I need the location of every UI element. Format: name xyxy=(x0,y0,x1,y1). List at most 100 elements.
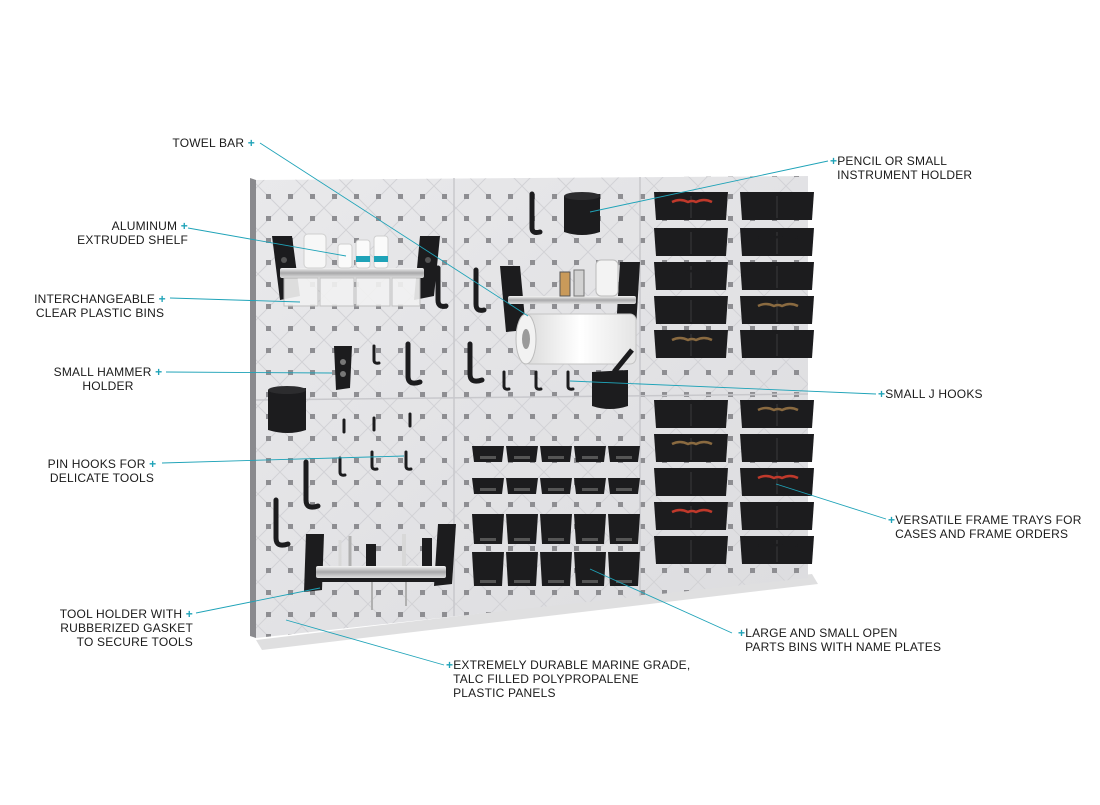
plus-icon: + xyxy=(155,365,163,379)
plus-icon: + xyxy=(878,387,886,401)
bin-name-plate xyxy=(514,580,530,583)
callout-aluminum-shelf-line-2: EXTRUDED SHELF xyxy=(77,233,188,247)
callout-aluminum-shelf: ALUMINUM + EXTRUDED SHELF xyxy=(77,219,188,247)
eyeglass-frame xyxy=(671,440,713,446)
callout-tool-holder-line-1: TOOL HOLDER WITH xyxy=(59,607,183,621)
leader-hammer-holder xyxy=(165,371,333,374)
bin-name-plate xyxy=(548,580,564,583)
parts-bins xyxy=(472,446,640,586)
leader-marine-panels xyxy=(285,619,445,666)
leader-j-hooks xyxy=(569,380,877,395)
callout-plastic-bins-line-1: INTERCHANGEABLE xyxy=(34,292,156,306)
small-hooks xyxy=(338,344,575,477)
bin-name-plate xyxy=(548,488,564,491)
leader-plastic-bins xyxy=(169,297,301,303)
eyeglass-frame xyxy=(757,406,799,412)
parts-bin xyxy=(540,552,572,586)
callout-tool-holder-line-3: TO SECURE TOOLS xyxy=(76,635,193,649)
parts-bin xyxy=(608,552,640,586)
bin-name-plate xyxy=(582,456,598,459)
parts-bin xyxy=(574,446,606,462)
callout-marine-panels: +EXTREMELY DURABLE MARINE GRADE, TALC FI… xyxy=(446,658,690,700)
parts-bin xyxy=(574,478,606,494)
eyeglass-frame xyxy=(671,336,713,342)
bin-name-plate xyxy=(548,456,564,459)
plus-icon: + xyxy=(446,658,454,672)
pencil-holder-cup xyxy=(564,192,600,235)
frame-trays xyxy=(654,192,814,564)
callout-frame-trays-line-2: CASES AND FRAME ORDERS xyxy=(895,527,1069,541)
callout-marine-panels-line-3: PLASTIC PANELS xyxy=(453,686,556,700)
panel-seam-horizontal xyxy=(255,393,809,401)
parts-bin xyxy=(608,446,640,462)
leader-lines xyxy=(161,142,887,666)
aluminum-shelf xyxy=(272,233,440,307)
bin-name-plate xyxy=(480,456,496,459)
callout-towel-bar-line-1: TOWEL BAR xyxy=(172,136,245,150)
parts-bin xyxy=(540,514,572,544)
plus-icon: + xyxy=(247,136,255,150)
callout-marine-panels-line-1: EXTREMELY DURABLE MARINE GRADE, xyxy=(453,658,691,672)
bin-name-plate xyxy=(616,538,632,541)
callout-tool-holder: TOOL HOLDER WITH + RUBBERIZED GASKET TO … xyxy=(60,607,193,649)
callout-hammer-holder-line-1: SMALL HAMMER xyxy=(53,365,152,379)
callout-j-hooks: +SMALL J HOOKS xyxy=(878,387,983,401)
parts-bin xyxy=(472,478,504,494)
leader-aluminum-shelf xyxy=(187,227,347,257)
leader-pencil-holder xyxy=(589,160,829,213)
panel-edge xyxy=(250,178,256,638)
plus-icon: + xyxy=(185,607,193,621)
parts-bin xyxy=(472,446,504,462)
hammer-holder xyxy=(334,346,352,390)
callout-parts-bins-line-1: LARGE AND SMALL OPEN xyxy=(745,626,898,640)
eyeglass-frame xyxy=(757,542,799,548)
bin-name-plate xyxy=(514,488,530,491)
lower-instrument-cup xyxy=(592,348,634,409)
callout-tool-holder-line-2: RUBBERIZED GASKET xyxy=(60,621,193,635)
panel-shadow xyxy=(256,574,818,650)
callout-pin-hooks-line-2: DELICATE TOOLS xyxy=(49,471,155,485)
parts-bin xyxy=(472,514,504,544)
callout-parts-bins-line-2: PARTS BINS WITH NAME PLATES xyxy=(745,640,942,654)
callout-parts-bins: +LARGE AND SMALL OPEN PARTS BINS WITH NA… xyxy=(738,626,941,654)
eyeglass-frame xyxy=(671,508,713,514)
parts-bin xyxy=(506,514,538,544)
bin-name-plate xyxy=(582,488,598,491)
leader-tool-holder xyxy=(195,587,321,614)
callout-frame-trays: +VERSATILE FRAME TRAYS FOR CASES AND FRA… xyxy=(888,513,1082,541)
bin-name-plate xyxy=(480,580,496,583)
leader-parts-bins xyxy=(589,568,733,634)
callout-plastic-bins-line-2: CLEAR PLASTIC BINS xyxy=(35,306,165,320)
eyeglass-frame xyxy=(757,474,799,480)
left-instrument-cup xyxy=(268,386,306,433)
eyeglass-frame xyxy=(671,198,713,204)
parts-bin xyxy=(506,552,538,586)
parts-bin xyxy=(472,552,504,586)
leader-pin-hooks xyxy=(161,455,405,464)
bin-name-plate xyxy=(548,538,564,541)
bin-name-plate xyxy=(616,580,632,583)
bin-name-plate xyxy=(514,456,530,459)
callout-frame-trays-line-1: VERSATILE FRAME TRAYS FOR xyxy=(895,513,1082,527)
large-hooks xyxy=(273,191,543,548)
bin-name-plate xyxy=(480,488,496,491)
plus-icon: + xyxy=(158,292,166,306)
callout-pencil-holder: +PENCIL OR SMALL INSTRUMENT HOLDER xyxy=(830,154,972,182)
plus-icon: + xyxy=(180,219,188,233)
eyeglass-frame xyxy=(757,302,799,308)
bin-name-plate xyxy=(582,538,598,541)
bin-name-plate xyxy=(616,488,632,491)
plus-icon: + xyxy=(888,513,896,527)
callout-j-hooks-line-1: SMALL J HOOKS xyxy=(885,387,983,401)
callout-towel-bar: TOWEL BAR + xyxy=(172,136,255,150)
eyeglass-frame xyxy=(757,234,799,240)
parts-bin xyxy=(574,514,606,544)
plus-icon: + xyxy=(149,457,157,471)
callout-pencil-holder-line-1: PENCIL OR SMALL xyxy=(837,154,948,168)
callout-pin-hooks-line-1: PIN HOOKS FOR xyxy=(47,457,146,471)
plus-icon: + xyxy=(830,154,838,168)
leader-towel-bar xyxy=(259,142,529,317)
callout-pencil-holder-line-2: INSTRUMENT HOLDER xyxy=(837,168,973,182)
